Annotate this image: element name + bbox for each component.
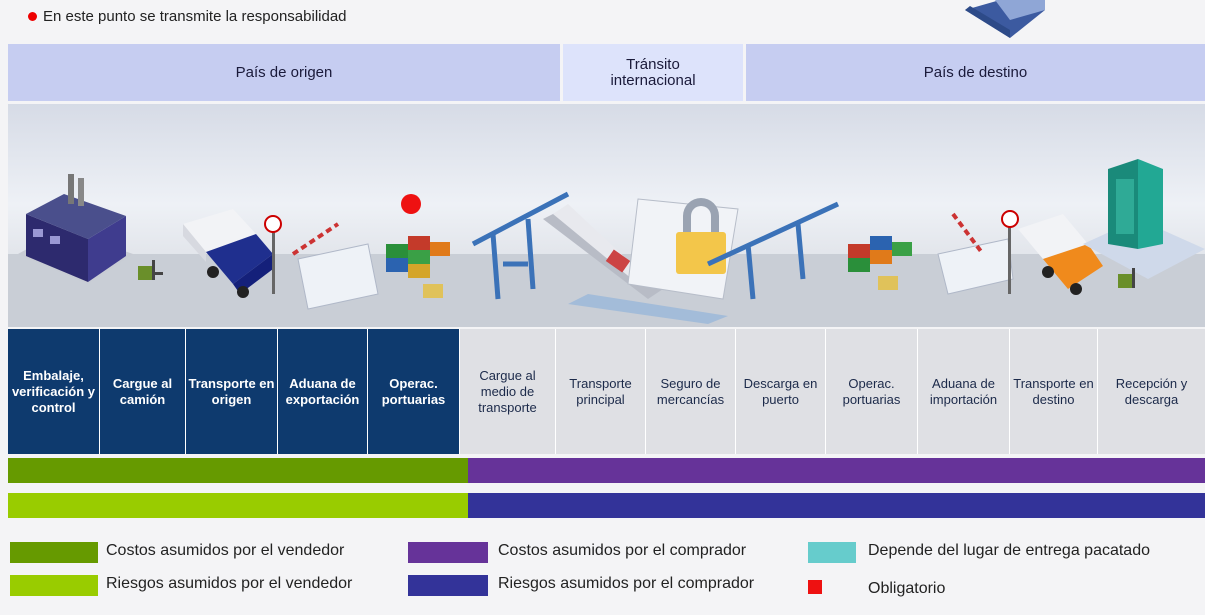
seller-costs-bar: [8, 458, 468, 483]
region-origin: País de origen: [8, 44, 560, 101]
buyer-risks-bar: [468, 493, 1205, 518]
legend-seller-risks: Riesgos asumidos por el vendedor: [106, 575, 353, 592]
customs-gate-icon: [264, 215, 379, 310]
step-cell: Operac. portuarias: [368, 329, 460, 454]
forklift-icon: [138, 260, 163, 280]
transfer-point-marker: [401, 194, 421, 214]
process-steps: Embalaje, verificación y control Cargue …: [8, 329, 1205, 454]
region-destination-label: País de destino: [923, 63, 1028, 81]
legend-mandatory-swatch: [808, 580, 822, 594]
customs-gate-icon: [937, 210, 1019, 295]
step-cell: Recepción y descarga: [1098, 329, 1205, 454]
cube-logo-icon: [965, 0, 1045, 38]
containers-icon: [848, 236, 912, 290]
legend-seller-costs-swatch: [10, 542, 98, 563]
buyer-costs-bar: [468, 458, 1205, 483]
transfer-note-text: En este punto se transmite la responsabi…: [43, 8, 347, 25]
step-cell: Embalaje, verificación y control: [8, 329, 100, 454]
legend-buyer-risks: Riesgos asumidos por el comprador: [498, 575, 755, 592]
legend-seller-risks-swatch: [10, 575, 98, 596]
truck-icon: [1018, 214, 1103, 295]
truck-icon: [183, 209, 273, 298]
containers-icon: [386, 236, 450, 298]
crane-icon: [706, 201, 840, 300]
step-cell: Aduana de importación: [918, 329, 1010, 454]
region-destination: País de destino: [746, 44, 1205, 101]
region-transit: Tránsito internacional: [563, 44, 743, 101]
factory-icon: [18, 174, 133, 284]
seller-risks-bar: [8, 493, 468, 518]
transfer-note: En este punto se transmite la responsabi…: [28, 8, 347, 25]
legend-seller-costs: Costos asumidos por el vendedor: [106, 542, 345, 559]
legend-buyer-costs: Costos asumidos por el comprador: [498, 542, 747, 559]
legend-depends-swatch: [808, 542, 856, 563]
step-cell: Transporte en destino: [1010, 329, 1098, 454]
legend-buyer-costs-swatch: [408, 542, 488, 563]
forklift-icon: [1118, 268, 1135, 288]
step-cell: Operac. portuarias: [826, 329, 918, 454]
step-cell: Seguro de mercancías: [646, 329, 736, 454]
step-cell: Transporte principal: [556, 329, 646, 454]
step-cell: Cargue al camión: [100, 329, 186, 454]
office-building-icon: [1083, 159, 1205, 279]
region-transit-label: Tránsito internacional: [610, 55, 696, 89]
step-cell: Cargue al medio de transporte: [460, 329, 556, 454]
crane-icon: [471, 191, 570, 300]
legend-mandatory: Obligatorio: [868, 580, 946, 597]
region-origin-label: País de origen: [235, 63, 333, 81]
legend-depends: Depende del lugar de entrega pacatado: [868, 542, 1150, 559]
step-cell: Descarga en puerto: [736, 329, 826, 454]
step-cell: Transporte en origen: [186, 329, 278, 454]
logistics-scene: [8, 104, 1205, 327]
step-cell: Aduana de exportación: [278, 329, 368, 454]
transfer-point-icon: [28, 12, 37, 21]
padlock-document-icon: [627, 198, 739, 300]
legend-buyer-risks-swatch: [408, 575, 488, 596]
